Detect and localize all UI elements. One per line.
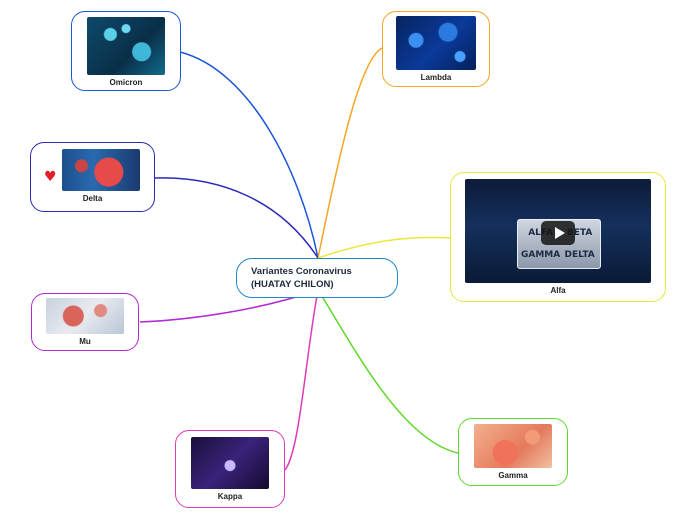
video-tile: BETA: [566, 228, 593, 238]
link-alfa: [317, 236, 451, 259]
link-omicron: [179, 51, 319, 259]
link-kappa: [284, 289, 319, 471]
node-kappa[interactable]: Kappa: [175, 430, 285, 508]
node-label: Gamma: [498, 471, 528, 480]
node-label: Lambda: [420, 73, 452, 82]
node-mu[interactable]: Mu: [31, 293, 139, 351]
alfa-video-thumbnail[interactable]: ALFA BETA GAMMA DELTA: [465, 179, 651, 283]
node-label: Alfa: [550, 286, 566, 295]
mu-virus-image: [46, 298, 124, 334]
gamma-virus-image: [474, 424, 552, 468]
node-alfa[interactable]: ALFA BETA GAMMA DELTA Alfa: [450, 172, 666, 302]
omicron-virus-image: [87, 17, 165, 75]
kappa-virus-image: [191, 437, 269, 489]
node-label: Omicron: [109, 78, 143, 87]
central-topic[interactable]: Variantes Coronavirus (HUATAY CHILON): [236, 258, 398, 298]
lambda-virus-image: [396, 16, 476, 70]
node-label: Kappa: [217, 492, 243, 501]
link-gamma: [317, 289, 459, 454]
node-label: Delta: [82, 194, 103, 203]
link-delta: [154, 177, 319, 259]
link-lambda: [317, 47, 383, 259]
node-gamma[interactable]: Gamma: [458, 418, 568, 486]
node-delta[interactable]: Delta: [30, 142, 155, 212]
central-title-line2: (HUATAY CHILON): [251, 279, 334, 290]
video-tile: GAMMA: [521, 250, 561, 260]
node-label: Mu: [79, 337, 91, 346]
video-tile: DELTA: [564, 250, 595, 260]
node-omicron[interactable]: Omicron: [71, 11, 181, 91]
central-title-line1: Variantes Coronavirus: [251, 266, 352, 277]
delta-virus-image: [61, 149, 140, 191]
heart-icon: ♥: [44, 169, 57, 185]
play-icon[interactable]: [541, 221, 575, 245]
node-lambda[interactable]: Lambda: [382, 11, 490, 87]
